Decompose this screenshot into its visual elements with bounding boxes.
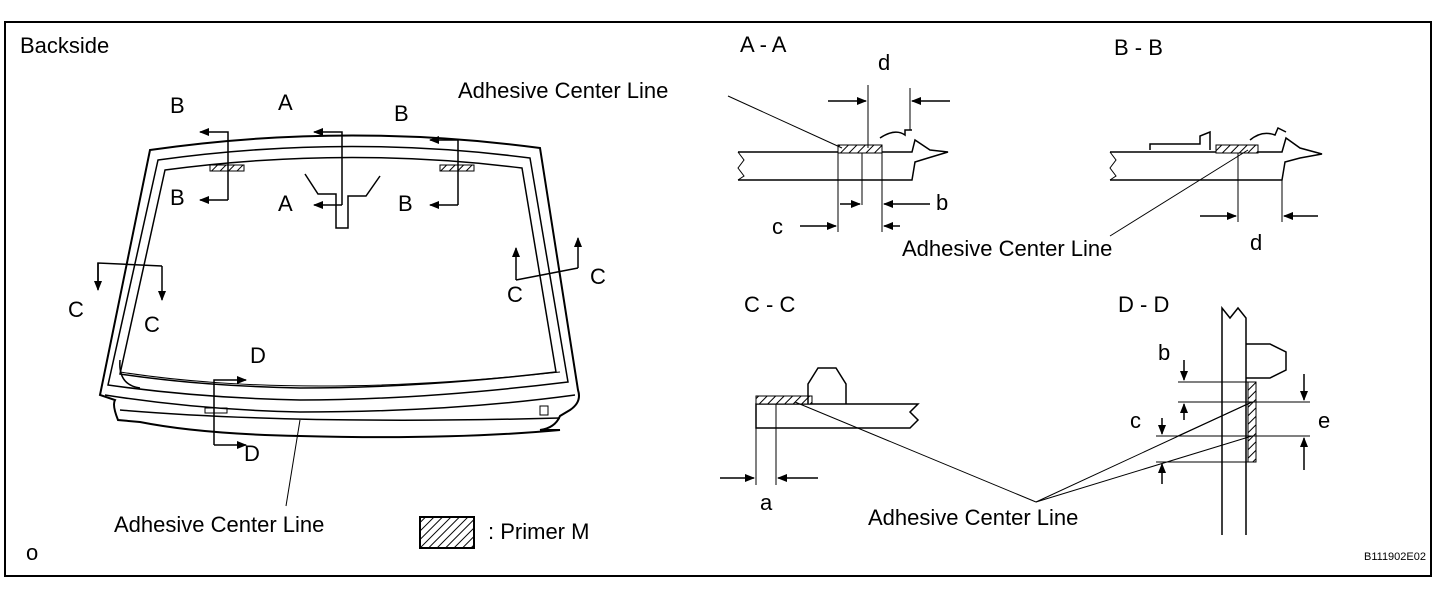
label-c-left-outer: C — [68, 297, 84, 322]
corner-mark: o — [26, 540, 38, 565]
section-cc-dim-a: a — [760, 490, 773, 515]
section-aa-adhesive-label: Adhesive Center Line — [458, 78, 668, 103]
label-c-right-outer: C — [590, 264, 606, 289]
figure-code: B111902E02 — [1364, 551, 1426, 563]
section-dd-dim-e: e — [1318, 408, 1330, 433]
label-a-lower: A — [278, 191, 293, 216]
section-dd-drawing — [1156, 305, 1310, 535]
section-aa-dim-b: b — [936, 190, 948, 215]
shared-adhesive-leaders — [794, 401, 1253, 503]
label-c-right-inner: C — [507, 282, 523, 307]
section-aa-drawing — [727, 85, 950, 232]
section-dd-dim-b: b — [1158, 340, 1170, 365]
section-cc-title: C - C — [744, 292, 795, 317]
windshield-outline — [98, 134, 580, 439]
shared-adhesive-label: Adhesive Center Line — [868, 505, 1078, 530]
section-aa-dim-c: c — [772, 214, 783, 239]
section-dd-dim-c: c — [1130, 408, 1141, 433]
label-b-lower-left: B — [170, 185, 185, 210]
section-aa-title: A - A — [740, 32, 787, 57]
section-bb-adhesive-label: Adhesive Center Line — [902, 236, 1112, 261]
cut-markers — [94, 128, 582, 507]
adhesive-label-main: Adhesive Center Line — [114, 512, 324, 537]
figure-border — [4, 21, 1432, 577]
section-bb-drawing — [1109, 126, 1323, 237]
label-a-top: A — [278, 90, 293, 115]
section-dd-title: D - D — [1118, 292, 1169, 317]
label-c-left-inner: C — [144, 312, 160, 337]
section-cc-drawing — [720, 367, 920, 485]
label-b-top-left: B — [170, 93, 185, 118]
primer-legend-label: : Primer M — [488, 519, 589, 544]
primer-swatch — [419, 516, 475, 549]
label-d-upper: D — [250, 343, 266, 368]
section-bb-title: B - B — [1114, 35, 1163, 60]
label-b-top-right: B — [394, 101, 409, 126]
label-b-lower-right: B — [398, 191, 413, 216]
section-aa-dim-d: d — [878, 50, 890, 75]
label-d-lower: D — [244, 441, 260, 466]
view-label: Backside — [20, 33, 109, 58]
section-bb-dim-d: d — [1250, 230, 1262, 255]
